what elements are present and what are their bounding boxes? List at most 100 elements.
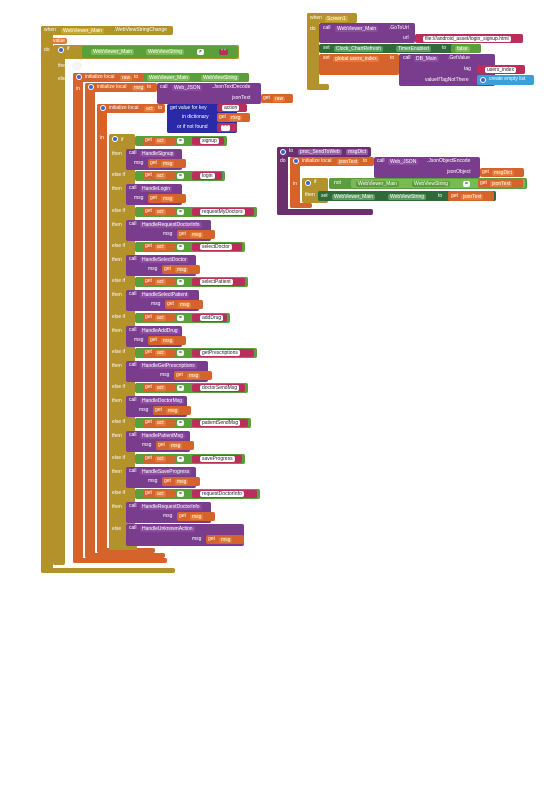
init-raw-viewer[interactable]: WebViewer_Main xyxy=(147,75,191,81)
action-compare-9[interactable] xyxy=(135,454,245,464)
action-get-msg-var-10[interactable]: msg xyxy=(190,514,204,520)
action-value-2[interactable]: requestMyDoctors xyxy=(200,209,245,215)
init-raw-getter[interactable] xyxy=(143,73,249,82)
action-act-var-0[interactable]: act xyxy=(155,138,166,144)
key-action-value[interactable]: action xyxy=(222,105,240,111)
set-webviewstring-viewer[interactable]: WebViewer_Main xyxy=(332,194,376,200)
proc-gear-icon[interactable] xyxy=(280,149,286,155)
action-get-msg-var-9[interactable]: msg xyxy=(175,479,189,485)
action-act-var-1[interactable]: act xyxy=(155,173,166,179)
action-act-var-7[interactable]: act xyxy=(155,385,166,391)
get-jsontext-compare-var[interactable]: jsonText xyxy=(490,181,513,187)
action-value-3[interactable]: selectDoctor xyxy=(200,244,232,250)
action-eq-3[interactable]: = xyxy=(177,244,184,250)
init-raw-prop[interactable]: WebViewString xyxy=(201,75,239,81)
proc-compare-prop[interactable]: WebViewString xyxy=(412,181,450,187)
not-found-value[interactable]: " " xyxy=(221,125,230,131)
if-gear-icon[interactable] xyxy=(58,47,64,53)
action-act-var-8[interactable]: act xyxy=(155,420,166,426)
action-value-4[interactable]: selectPatient xyxy=(200,279,233,285)
action-value-0[interactable]: signup xyxy=(200,138,219,144)
action-handler-6[interactable]: HandleGetPrescriptions xyxy=(140,363,197,369)
get-raw-var[interactable]: raw xyxy=(273,96,286,102)
action-value-6[interactable]: getPrescriptions xyxy=(200,350,240,356)
proc-init-gear-icon[interactable] xyxy=(293,158,299,164)
if-block[interactable] xyxy=(53,45,65,565)
action-eq-0[interactable]: = xyxy=(177,138,184,144)
init-act-var[interactable]: act xyxy=(144,106,155,112)
init-act-block[interactable] xyxy=(97,104,165,113)
create-empty-list[interactable] xyxy=(477,75,534,85)
db-component[interactable]: DB_Main xyxy=(414,56,439,62)
action-act-var-2[interactable]: act xyxy=(155,209,166,215)
get-msgdict-var[interactable]: msgDict xyxy=(492,170,515,176)
get-msg-unknown-var[interactable]: msg xyxy=(219,537,233,543)
action-eq-9[interactable]: = xyxy=(177,456,184,462)
init-msg-gear-icon[interactable] xyxy=(88,84,94,90)
if-condition-empty-text[interactable]: " " xyxy=(219,49,228,55)
action-handler-9[interactable]: HandleSaveProgress xyxy=(140,469,192,475)
action-value-9[interactable]: saveProgress xyxy=(200,456,235,462)
action-get-msg-var-2[interactable]: msg xyxy=(190,232,204,238)
action-compare-4[interactable] xyxy=(135,277,248,287)
action-get-msg-var-6[interactable]: msg xyxy=(187,373,201,379)
action-get-msg-var-7[interactable]: msg xyxy=(166,408,180,414)
if-condition-viewer[interactable]: WebViewer_Main xyxy=(91,49,135,55)
action-eq-4[interactable]: = xyxy=(177,279,184,285)
init-msg-block[interactable] xyxy=(85,83,157,92)
proc-name[interactable]: proc_SendToWeb xyxy=(298,149,342,155)
action-handler-2[interactable]: HandleRequestDoctorInfo xyxy=(140,222,202,228)
action-get-msg-var-3[interactable]: msg xyxy=(175,267,189,273)
init-raw-var[interactable]: raw xyxy=(120,75,133,81)
action-eq-8[interactable]: = xyxy=(177,420,184,426)
proc-init-local[interactable] xyxy=(290,157,374,166)
action-handler-0[interactable]: HandleSignup xyxy=(140,151,176,157)
encode-component[interactable]: Web_JSON xyxy=(388,159,419,165)
if-condition-op[interactable]: ≠ xyxy=(197,49,204,55)
event-component-dropdown[interactable]: WebViewer_Main xyxy=(61,28,105,34)
action-act-var-9[interactable]: act xyxy=(155,456,166,462)
action-eq-2[interactable]: = xyxy=(177,209,184,215)
set-clock-component[interactable]: Clock_ChartRefresh xyxy=(334,46,384,52)
jsontextdecode-component[interactable]: Web_JSON xyxy=(172,85,203,91)
proc-param[interactable]: msgDict xyxy=(346,149,369,155)
tag-text-value[interactable]: users_index xyxy=(485,67,516,73)
action-get-msg-var-0[interactable]: msg xyxy=(161,161,175,167)
action-if-gear-icon[interactable] xyxy=(112,136,118,142)
action-handler-7[interactable]: HandleDoctorMsg xyxy=(140,398,185,404)
get-jsontext-set-var[interactable]: jsonText xyxy=(461,194,484,200)
action-value-7[interactable]: doctorSendMsg xyxy=(200,385,240,391)
action-handler-1[interactable]: HandleLogin xyxy=(140,186,173,192)
set-webviewstring-prop[interactable]: WebViewString xyxy=(388,194,426,200)
if-condition-prop[interactable]: WebViewString xyxy=(146,49,184,55)
action-get-msg-var-8[interactable]: msg xyxy=(169,443,183,449)
set-global-var[interactable]: global users_index xyxy=(333,56,379,62)
proc-if-gear-icon[interactable] xyxy=(305,180,311,186)
handle-unknown-name[interactable]: HandleUnknownAction xyxy=(140,526,195,532)
gotourl-viewer[interactable]: WebViewer_Main xyxy=(335,26,379,32)
action-handler-10[interactable]: HandleRequestDoctorInfo xyxy=(140,504,202,510)
action-compare-3[interactable] xyxy=(135,242,245,252)
action-act-var-6[interactable]: act xyxy=(155,350,166,356)
init-raw-gear-icon[interactable] xyxy=(76,74,82,80)
action-get-msg-var-1[interactable]: msg xyxy=(161,196,175,202)
action-act-var-3[interactable]: act xyxy=(155,244,166,250)
url-text-value[interactable]: file:///android_asset/login_signup.html xyxy=(423,36,511,42)
action-handler-5[interactable]: HandleAddDrug xyxy=(140,328,180,334)
get-msg-dict-var[interactable]: msg xyxy=(229,115,243,121)
init-msg-var[interactable]: msg xyxy=(132,85,146,91)
action-value-1[interactable]: login xyxy=(200,173,215,179)
action-eq-6[interactable]: = xyxy=(177,350,184,356)
action-act-var-4[interactable]: act xyxy=(155,279,166,285)
false-value[interactable]: false xyxy=(455,46,470,52)
proc-init-var[interactable]: jsonText xyxy=(337,159,360,165)
action-act-var-5[interactable]: act xyxy=(155,315,166,321)
action-act-var-10[interactable]: act xyxy=(155,491,166,497)
action-handler-3[interactable]: HandleSelectDoctor xyxy=(140,257,189,263)
action-value-10[interactable]: requestDoctorInfo xyxy=(200,491,244,497)
event-param-value[interactable]: value xyxy=(51,38,67,44)
init-act-gear-icon[interactable] xyxy=(100,105,106,111)
action-value-5[interactable]: addDrug xyxy=(200,315,224,321)
proc-compare-op[interactable]: = xyxy=(463,181,470,187)
action-eq-5[interactable]: = xyxy=(177,315,184,321)
